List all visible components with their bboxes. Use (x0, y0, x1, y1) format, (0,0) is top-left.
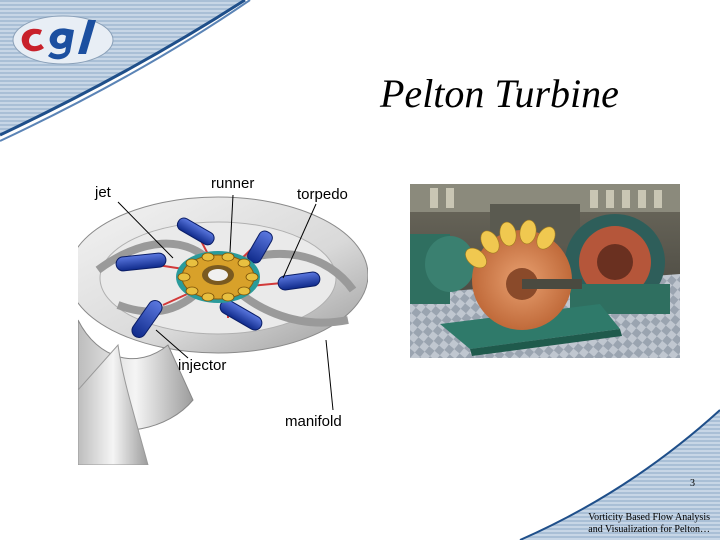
logo-text: cgl (8, 10, 28, 14)
leader-lines (117, 194, 334, 411)
label-runner: runner (211, 175, 255, 192)
label-torpedo: torpedo (297, 186, 348, 203)
swoosh-band-dark (0, 0, 246, 137)
injectors (115, 217, 321, 338)
label-jet: jet (95, 184, 111, 201)
runner (176, 251, 260, 303)
footer-line-1: Vorticity Based Flow Analysis (588, 512, 710, 523)
label-manifold: manifold (285, 413, 342, 430)
manifold-pipe-lower (78, 343, 149, 465)
page-number: 3 (690, 478, 695, 489)
turbine-hall-photo (410, 184, 680, 358)
cgl-logo: cgl (8, 10, 114, 65)
label-injector: injector (178, 357, 227, 374)
slide-title: Pelton Turbine (380, 71, 619, 116)
footer-text: Vorticity Based Flow Analysis and Visual… (560, 512, 710, 536)
footer-line-2: and Visualization for Pelton… (588, 524, 710, 535)
background-corner-bottom-right (520, 410, 720, 540)
swoosh-band-light (0, 0, 251, 142)
swoosh-band-bottom (519, 409, 720, 540)
pelton-cad-figure (78, 194, 368, 465)
